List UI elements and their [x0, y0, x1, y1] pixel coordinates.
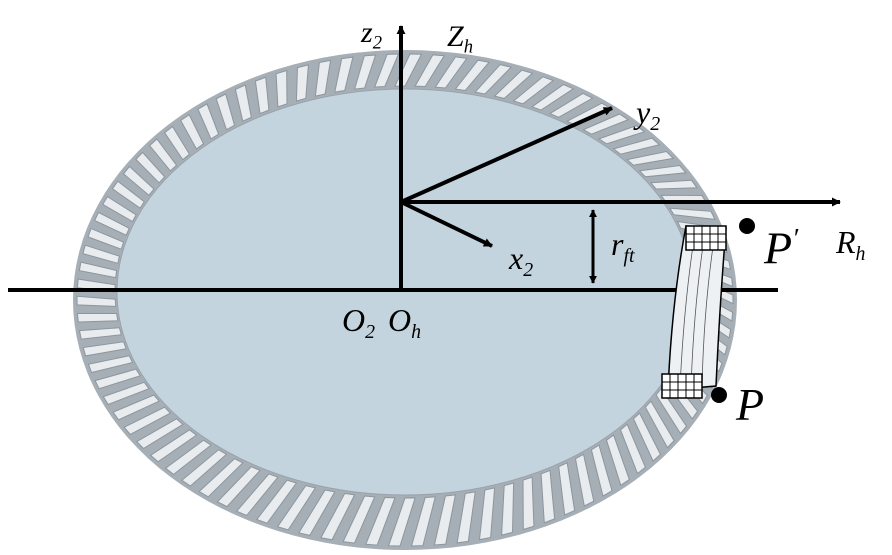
gear-tooth [605, 434, 630, 487]
gear-tooth [456, 491, 476, 544]
gear-tooth [298, 489, 336, 536]
label-rft: rft [611, 226, 635, 267]
gear-tooth [644, 400, 675, 449]
label-z2: z2 [361, 16, 382, 54]
gear-tooth [474, 64, 513, 95]
gear-tooth [373, 53, 400, 88]
gear-tooth [597, 125, 646, 145]
lower-mesh-grid [661, 373, 703, 399]
gear-tooth [512, 76, 555, 105]
gear-tooth [649, 179, 698, 190]
gear-tooth [478, 487, 496, 541]
gear-tooth [433, 494, 457, 546]
gear-tooth [87, 227, 125, 250]
gear-tooth [454, 59, 491, 92]
gear-tooth [590, 444, 613, 497]
label-p-prime: P′ [764, 222, 799, 274]
gear-tooth [574, 453, 595, 507]
tooth-flank-surface [661, 225, 727, 399]
gear-tooth [414, 54, 446, 88]
gear-tooth [234, 84, 252, 122]
gear-tooth [632, 412, 662, 462]
gear-tooth [531, 84, 575, 111]
y2-axis-arrow [400, 106, 613, 204]
point-p-prime-dot [739, 218, 755, 234]
label-o2: O2 [342, 302, 376, 343]
gear-tooth [295, 64, 309, 102]
gear-tooth [522, 476, 535, 531]
gear-tooth [619, 423, 647, 475]
gear-tooth [82, 244, 120, 264]
gear-tooth [149, 429, 198, 463]
gear-tooth [94, 368, 141, 390]
gear-tooth [76, 295, 117, 307]
gear-tooth [180, 113, 205, 150]
label-oh: Oh [388, 302, 422, 343]
gear-tooth [276, 485, 317, 531]
gear-tooth [164, 439, 212, 476]
gear-tooth [78, 327, 122, 340]
gear-tooth [235, 473, 279, 517]
x2-axis-arrow [400, 200, 493, 248]
gear-tooth [655, 387, 688, 435]
gear-tooth [342, 495, 376, 544]
gear-tooth [216, 466, 261, 508]
gear-tooth [111, 180, 145, 209]
gear-tooth [82, 341, 127, 357]
gear-tooth [612, 137, 661, 155]
gear-tooth [558, 462, 576, 516]
gear-tooth [197, 103, 220, 140]
gear-tooth [78, 261, 118, 279]
gear-tooth [135, 418, 184, 450]
gear-tooth [548, 92, 594, 118]
gear-tooth [112, 394, 160, 421]
label-rh: Rh [836, 224, 866, 265]
gear-tooth [123, 406, 172, 436]
label-zh: Zh [447, 20, 473, 58]
gear-tooth [365, 496, 396, 546]
gear-tooth [148, 138, 178, 172]
gear-tooth [320, 492, 356, 541]
label-y2: y2 [636, 94, 661, 135]
gear-tooth [410, 496, 436, 547]
gear-tooth [163, 125, 191, 161]
label-x2: x2 [509, 240, 534, 281]
gear-tooth [102, 381, 150, 406]
point-p-dot [711, 387, 727, 403]
gear-tooth [254, 76, 270, 115]
gear-tooth [353, 54, 377, 90]
gear-tooth [255, 479, 298, 524]
gear-tooth [76, 313, 119, 323]
gear-tooth [198, 458, 244, 498]
gear-tooth [275, 69, 288, 108]
gear-tooth [334, 56, 354, 93]
gear-tooth [314, 59, 332, 97]
gear-tooth [122, 165, 155, 197]
gear-tooth [215, 93, 236, 131]
gear-tooth [93, 211, 130, 236]
upper-mesh-grid [685, 225, 727, 251]
gear-tooth [135, 151, 166, 184]
gear-tooth [102, 195, 137, 223]
gear-tooth [87, 355, 134, 374]
gear-tooth [668, 207, 716, 220]
gear-tooth [638, 164, 687, 178]
label-p: P [736, 379, 765, 430]
gear-tooth [181, 449, 228, 487]
gear-tooth [387, 497, 416, 547]
gear-tooth [493, 69, 534, 99]
gear-tooth [434, 56, 468, 89]
gear-tooth [501, 482, 515, 536]
gear-tooth [582, 113, 630, 135]
gear-tooth [626, 150, 675, 166]
gear-tooth [540, 469, 556, 524]
